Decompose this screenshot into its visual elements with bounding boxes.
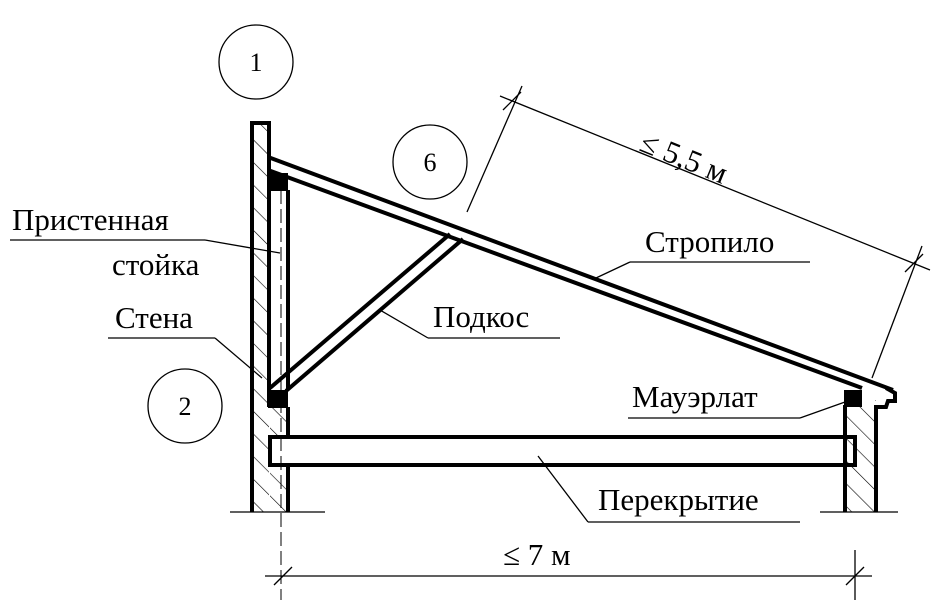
label-strut: Подкос <box>379 299 560 339</box>
span-dimension <box>265 550 872 600</box>
svg-text:1: 1 <box>250 48 263 77</box>
svg-text:Подкос: Подкос <box>433 299 529 334</box>
marker-1: 1 <box>218 24 294 100</box>
marker-2: 2 <box>147 368 223 444</box>
span-dimension-label: ≤ 7 м <box>503 537 571 572</box>
svg-text:Стропило: Стропило <box>645 224 774 259</box>
rafter-length-dimension <box>466 85 931 379</box>
strut <box>268 232 465 393</box>
svg-text:Пристенная: Пристенная <box>12 202 169 237</box>
label-wall-post: Пристенная стойка <box>10 202 281 282</box>
rafter <box>267 155 894 392</box>
right-wall <box>820 386 898 513</box>
svg-text:Мауэрлат: Мауэрлат <box>632 379 758 414</box>
wall-plate-block <box>844 390 862 407</box>
label-wall-plate: Мауэрлат <box>628 379 846 419</box>
rafter-length-label: ≤ 5,5 м <box>635 124 732 190</box>
svg-text:2: 2 <box>179 392 192 421</box>
svg-text:Стена: Стена <box>115 300 193 335</box>
svg-text:Перекрытие: Перекрытие <box>598 482 759 517</box>
svg-text:стойка: стойка <box>112 247 200 282</box>
left-wall <box>230 121 325 513</box>
svg-text:6: 6 <box>424 148 437 177</box>
label-rafter: Стропило <box>595 224 810 279</box>
wall-post <box>267 173 290 600</box>
label-wall: Стена <box>108 300 263 379</box>
marker-6: 6 <box>392 124 468 200</box>
label-floor-slab: Перекрытие <box>537 455 800 523</box>
floor-slab-beam <box>268 435 857 467</box>
